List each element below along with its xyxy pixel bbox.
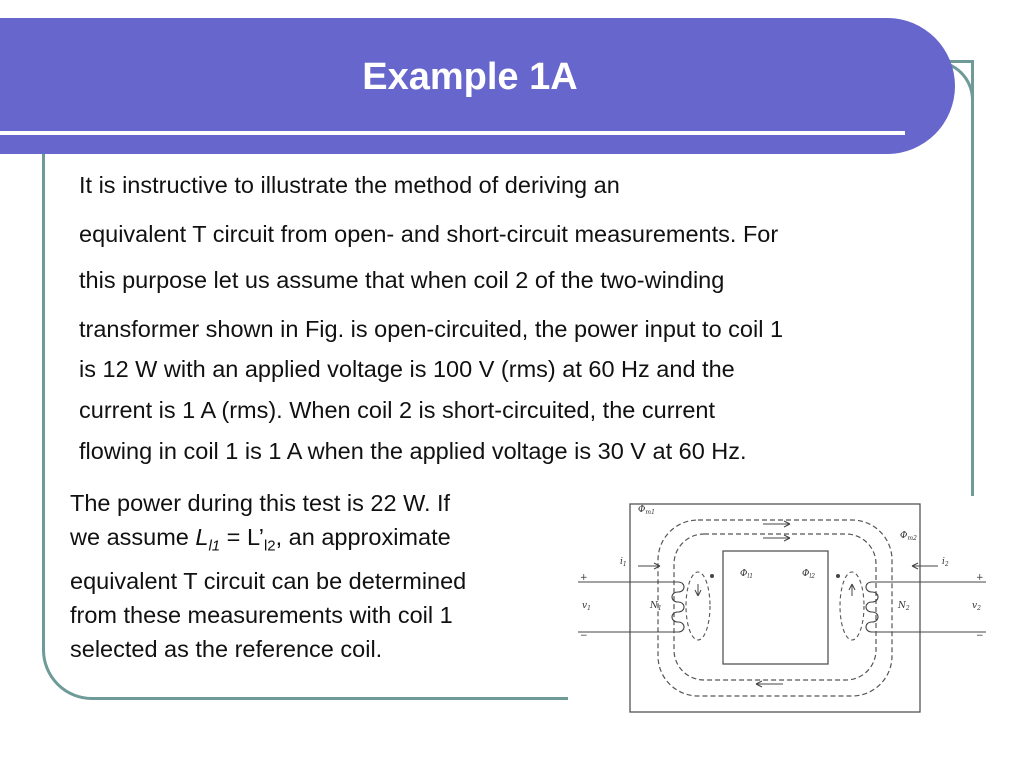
flux-arrowhead — [755, 680, 763, 688]
inductance-subscript-2: l2 — [263, 537, 276, 555]
lower-line-equation: we assume Ll1 = L’l2, an approximate — [70, 520, 570, 564]
flux-arrowhead — [783, 520, 791, 528]
paragraph-line: transformer shown in Fig. is open-circui… — [79, 316, 784, 342]
paragraph-line: It is instructive to illustrate the meth… — [79, 172, 620, 198]
phi-l1-label: Φl1 — [740, 569, 753, 580]
mutual-flux-path-inner — [673, 533, 877, 681]
leakage-flux-2 — [839, 571, 865, 641]
minus-left-label: − — [580, 631, 588, 641]
inductance-symbol: L — [195, 524, 209, 550]
minus-right-label: − — [976, 631, 984, 641]
lower-line-text: we assume — [70, 524, 196, 550]
leakage-arrowhead-1 — [694, 589, 702, 597]
lower-line: equivalent T circuit can be determined — [70, 567, 467, 594]
v1-label: v1 — [582, 601, 591, 612]
phi-m1-label: Φm1 — [638, 505, 655, 516]
coil-1-winding — [578, 581, 685, 633]
slide-title: Example 1A — [362, 56, 578, 98]
polarity-dot-1 — [710, 574, 714, 578]
coil-2-winding — [865, 581, 986, 633]
lower-line: The power during this test is 22 W. If — [70, 490, 451, 516]
transformer-figure: Φm1 Φm2 Φl1 Φl2 i1 i2 v1 v2 N1 N2 + − + … — [568, 496, 996, 722]
paragraph-line: is 12 W with an applied voltage is 100 V… — [79, 356, 735, 382]
inductance-subscript: l1 — [208, 537, 221, 555]
current-arrowhead-1 — [653, 562, 661, 570]
paragraph-line: equivalent T circuit from open- and shor… — [79, 221, 779, 247]
i2-label: i2 — [942, 557, 949, 568]
core-window — [722, 550, 829, 665]
n1-label: N1 — [649, 601, 662, 612]
i1-label: i1 — [620, 557, 627, 568]
phi-m2-label: Φm2 — [900, 531, 917, 542]
phi-l2-label: Φl2 — [802, 569, 815, 580]
mutual-flux-path-outer — [657, 519, 893, 697]
lower-line-text: , an approximate — [275, 524, 451, 550]
current-arrowhead-2 — [911, 562, 919, 570]
lower-paragraph: The power during this test is 22 W. If w… — [70, 486, 570, 666]
v2-label: v2 — [972, 601, 981, 612]
plus-left-label: + — [580, 573, 588, 583]
lower-line: from these measurements with coil 1 — [70, 601, 453, 628]
paragraph-line: flowing in coil 1 is 1 A when the applie… — [79, 438, 747, 464]
leakage-arrowhead-2 — [848, 583, 856, 591]
flux-arrowhead — [783, 534, 791, 542]
polarity-dot-2 — [836, 574, 840, 578]
transformer-diagram: Φm1 Φm2 Φl1 Φl2 i1 i2 v1 v2 N1 N2 + − + … — [578, 503, 986, 713]
n2-label: N2 — [897, 601, 910, 612]
title-underline — [0, 131, 905, 135]
equals-text: = L’ — [220, 524, 264, 550]
leakage-flux-1 — [685, 571, 711, 641]
core-outer — [629, 503, 921, 713]
plus-right-label: + — [976, 573, 984, 583]
lower-line: selected as the reference coil. — [70, 635, 383, 662]
paragraph-line: this purpose let us assume that when coi… — [79, 267, 725, 293]
paragraph-line: current is 1 A (rms). When coil 2 is sho… — [79, 397, 716, 423]
